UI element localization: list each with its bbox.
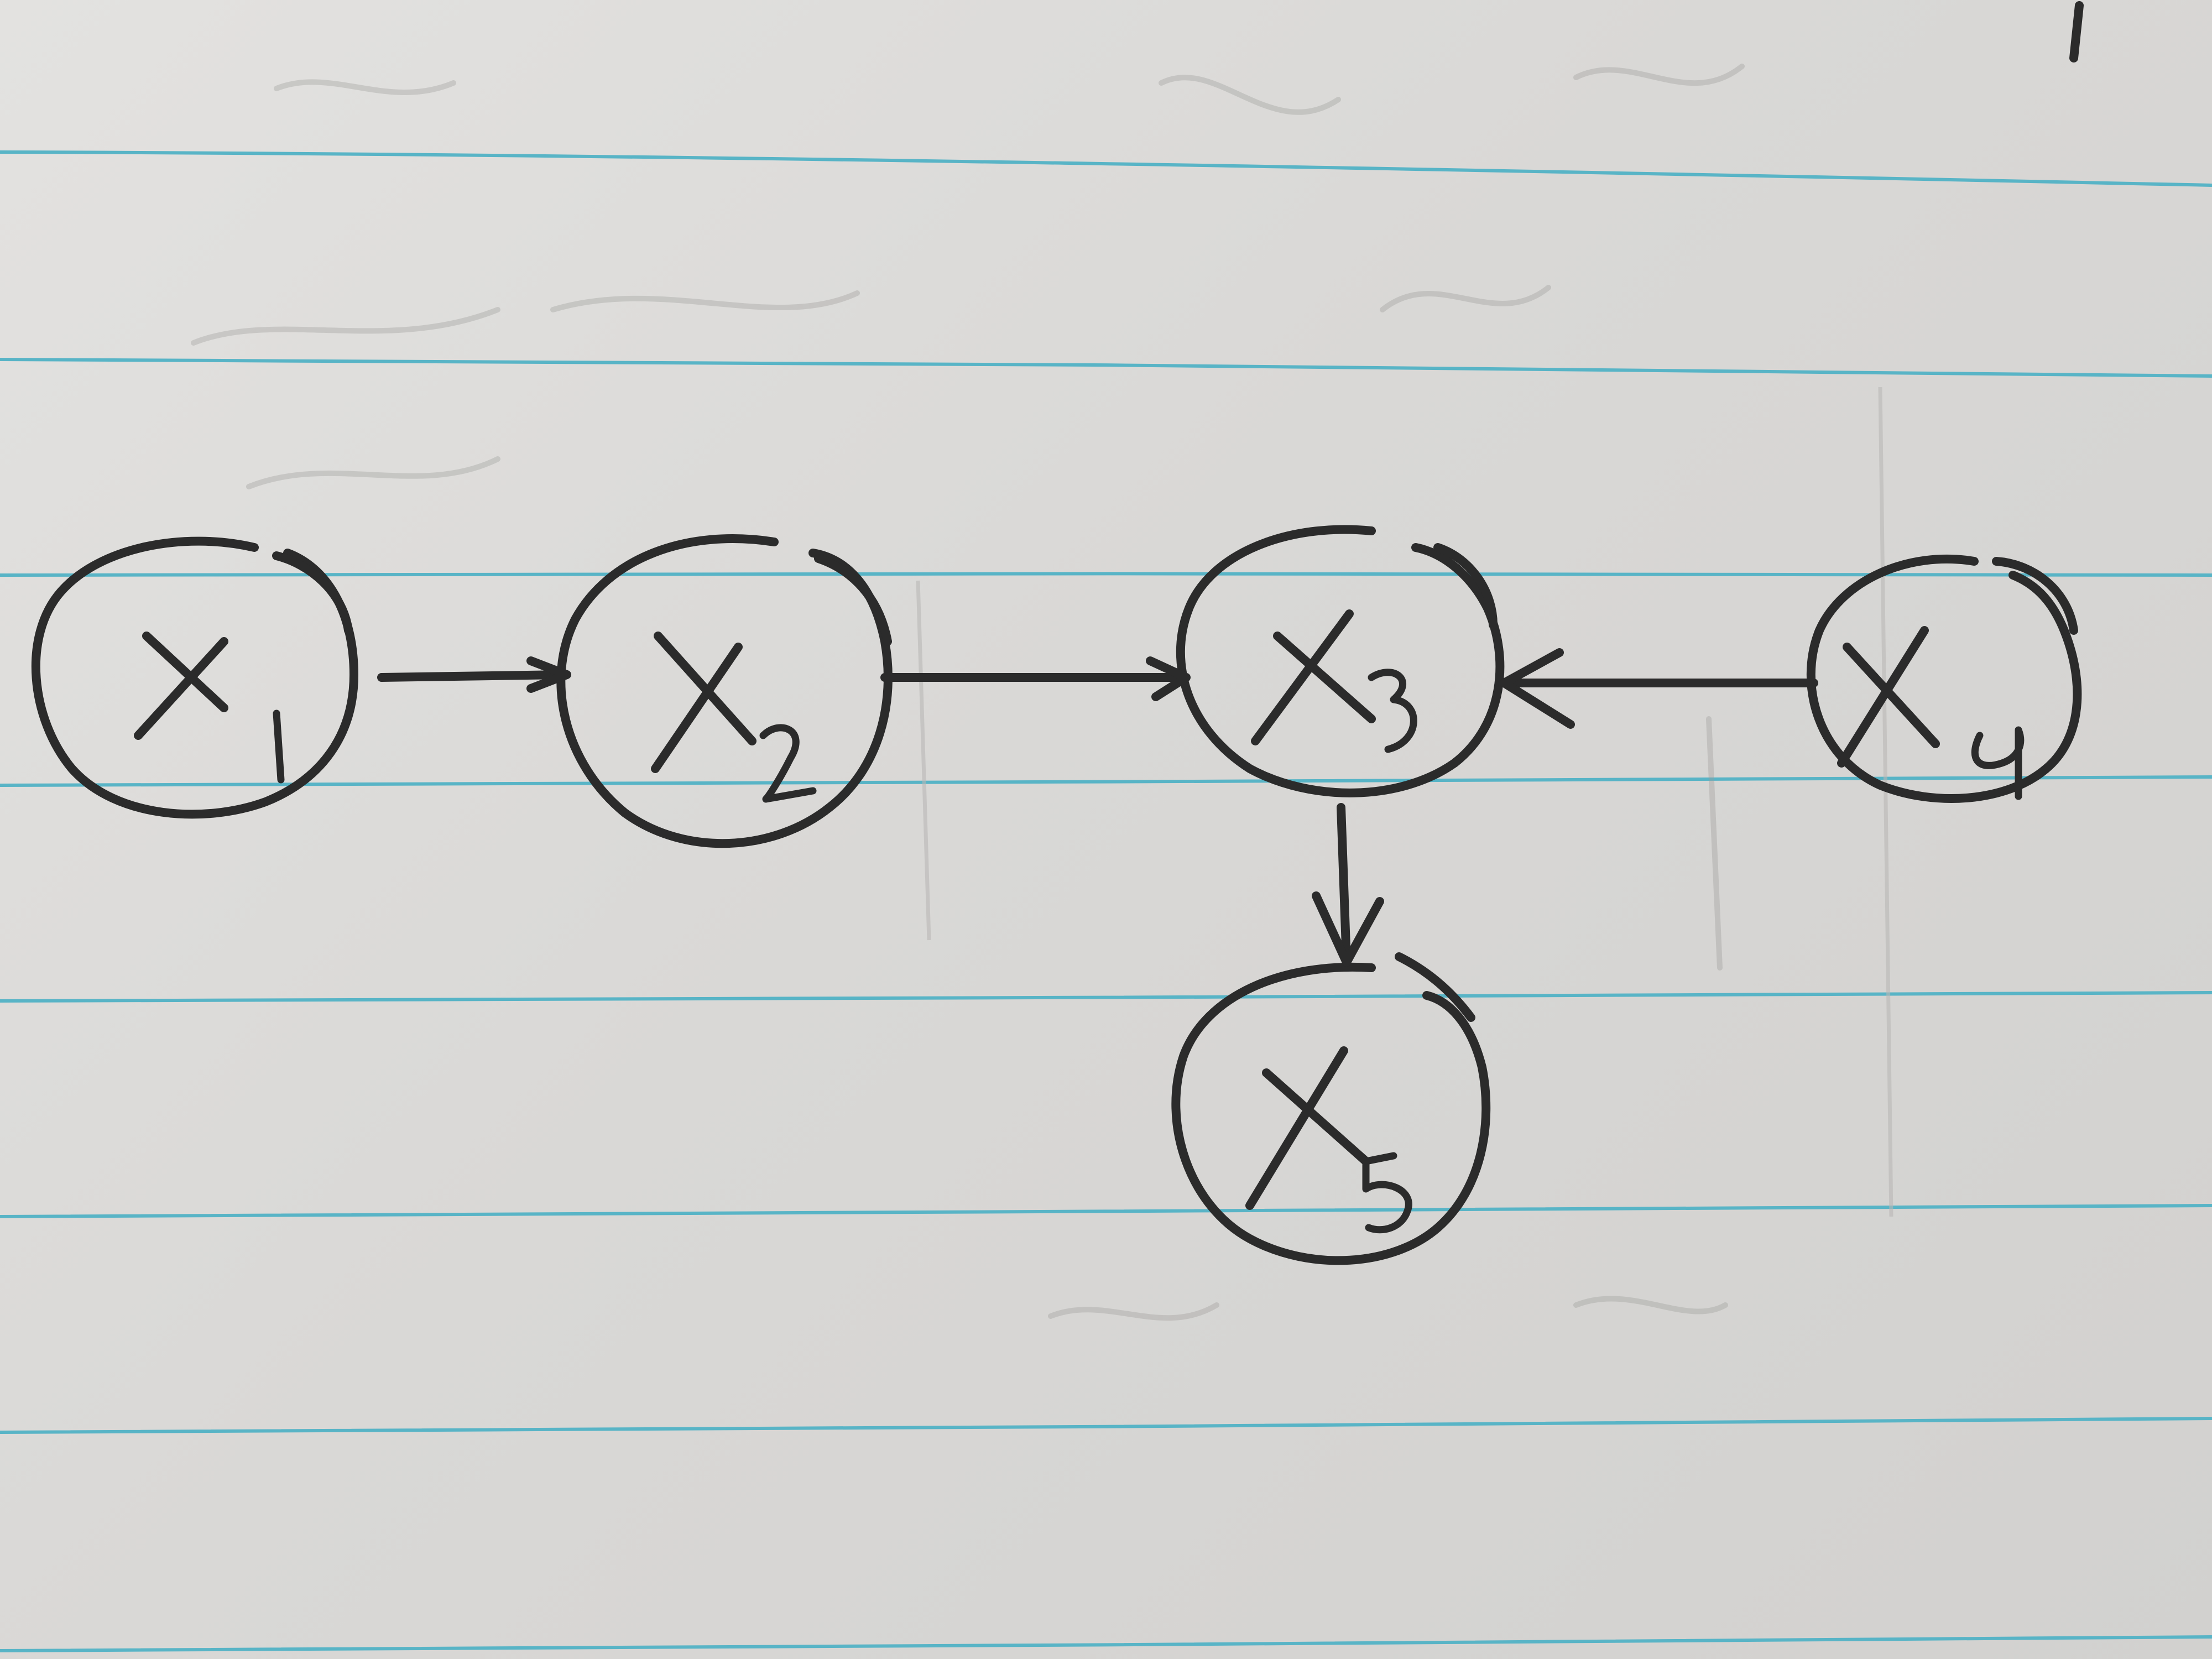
edge-x4-x3 xyxy=(1500,648,1818,729)
node-x1-circle xyxy=(31,536,358,819)
node-x5-label: X5 xyxy=(1316,1133,1317,1134)
node-x4: X4 xyxy=(1806,554,2082,803)
edge-x3-x5 xyxy=(1312,803,1384,967)
node-x5-circle xyxy=(1171,963,1491,1265)
node-x2-circle xyxy=(556,534,893,848)
arrowhead xyxy=(1500,648,1575,729)
node-x1-letter xyxy=(134,632,228,740)
node-x3-subscript xyxy=(1368,669,1417,753)
node-x2: X2 xyxy=(556,534,893,848)
ruled-lines xyxy=(0,150,2212,1652)
arrowhead xyxy=(1146,656,1191,701)
arrowhead xyxy=(1312,891,1384,967)
node-x1-label: X1 xyxy=(166,691,167,692)
node-x3-letter xyxy=(1251,609,1376,745)
node-x1-subscript xyxy=(273,709,285,784)
node-x4-letter xyxy=(1837,626,1940,768)
pen-stroke-mark xyxy=(2069,1,2084,62)
node-x2-subscript xyxy=(759,724,817,803)
node-x5-subscript xyxy=(1362,1152,1412,1234)
node-x2-label: X2 xyxy=(691,702,692,703)
node-x3: X3 xyxy=(1176,525,1505,797)
node-x4-subscript xyxy=(1971,726,2025,800)
node-x1: X1 xyxy=(31,536,358,819)
node-x5: X5 xyxy=(1171,952,1491,1265)
node-x4-circle xyxy=(1806,554,2082,803)
arrowhead xyxy=(526,656,571,693)
node-x3-circle xyxy=(1176,525,1505,797)
bleed-through-marks xyxy=(191,64,1893,1321)
edge-x2-x3 xyxy=(880,656,1191,701)
edge-x1-x2 xyxy=(377,656,571,693)
node-x5-letter xyxy=(1245,1046,1370,1210)
node-x2-letter xyxy=(651,632,757,773)
node-x4-label: X4 xyxy=(1908,696,1909,697)
